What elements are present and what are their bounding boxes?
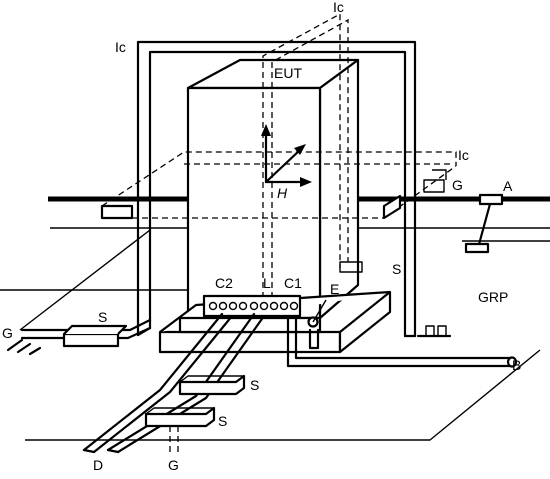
d-label: D — [93, 457, 103, 473]
labels-group: Ic Ic Ic G A S E C2 L C1 GRP B G S S S D… — [2, 0, 521, 473]
g-left-label: G — [2, 325, 13, 341]
field-h-arrows: H — [261, 124, 312, 201]
horizontal-coil-dashed — [100, 151, 457, 220]
terminal-strip — [202, 294, 302, 318]
eut-label: EUT — [274, 65, 302, 81]
ground-reference-plane — [0, 229, 541, 441]
support-mid-2 — [144, 406, 216, 452]
cable-b — [286, 314, 518, 368]
l-label: L — [263, 275, 271, 291]
s-mid1-label: S — [250, 377, 259, 393]
c1-label: C1 — [284, 275, 302, 291]
g-bottom-label: G — [168, 457, 179, 473]
h-label: H — [277, 185, 288, 201]
eut-box: EUT — [186, 58, 360, 320]
s-mid2-label: S — [218, 413, 227, 429]
support-mid-1 — [178, 374, 246, 396]
e-label: E — [330, 281, 339, 297]
vertical-coil-dashed — [262, 12, 363, 318]
cable-d — [82, 312, 266, 454]
grp-label: GRP — [478, 289, 508, 305]
g-right-label: G — [452, 177, 463, 193]
s-left-label: S — [98, 309, 107, 325]
ic-top-label: Ic — [333, 0, 344, 15]
left-lead — [6, 318, 152, 356]
ic-left-label: Ic — [115, 39, 126, 55]
c2-label: C2 — [215, 275, 233, 291]
s-right-label: S — [392, 261, 401, 277]
b-label: B — [512, 357, 521, 373]
ground-terminal-e — [307, 299, 327, 350]
a-label: A — [503, 178, 513, 194]
ic-right-label: Ic — [458, 147, 469, 163]
